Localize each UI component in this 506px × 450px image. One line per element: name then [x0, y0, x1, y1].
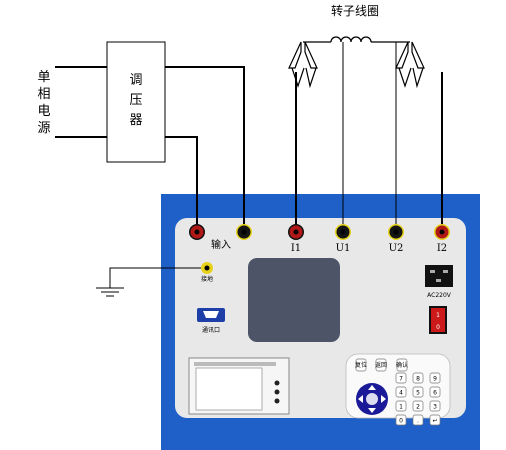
- ground-terminal[interactable]: [201, 262, 213, 274]
- key-enter[interactable]: 确认: [396, 358, 408, 372]
- comm-port-label: 通讯口: [202, 326, 220, 334]
- terminal-u1[interactable]: [335, 224, 351, 240]
- regulator-label-1: 调: [129, 73, 142, 88]
- regulator-label-3: 器: [129, 113, 142, 128]
- ground-wire: [96, 267, 206, 297]
- key-label: 9: [433, 376, 437, 383]
- source-label-3: 电: [37, 104, 50, 119]
- power-socket-label: AC220V: [427, 292, 452, 299]
- key-4[interactable]: 4: [395, 386, 407, 398]
- key-5[interactable]: 5: [412, 386, 424, 398]
- terminal-label-i1: I1: [291, 243, 301, 254]
- terminal-label-u2: U2: [389, 243, 404, 254]
- printer: [188, 357, 290, 415]
- key-label: 6: [433, 390, 437, 397]
- terminal-i1[interactable]: [288, 224, 304, 240]
- key-label: 3: [433, 404, 437, 411]
- comm-port[interactable]: [197, 308, 225, 322]
- input-terminal-l[interactable]: [189, 224, 205, 240]
- keypad-top-keys: 复位 返回 确认: [355, 358, 408, 372]
- key-back-label: 返回: [375, 362, 387, 369]
- key-label: 8: [416, 376, 420, 383]
- switch-mark-on: 1: [436, 312, 440, 319]
- switch-mark-off: 0: [436, 324, 440, 331]
- key-label: 0: [399, 418, 403, 425]
- power-socket[interactable]: [425, 265, 453, 287]
- wire-ends: [196, 190, 443, 230]
- key-dot[interactable]: .: [412, 414, 424, 426]
- input-terminal-n[interactable]: [236, 224, 252, 240]
- key-3[interactable]: 3: [429, 400, 441, 412]
- key-label: .: [417, 418, 419, 425]
- clip-left: [288, 41, 318, 89]
- key-0[interactable]: 0: [395, 414, 407, 426]
- rotor-coil-label: 转子线圈: [331, 3, 379, 18]
- terminal-label-u1: U1: [336, 243, 351, 254]
- key-enter-label: 确认: [396, 361, 408, 369]
- terminal-i2[interactable]: [434, 224, 450, 240]
- key-label: 7: [399, 376, 403, 383]
- key-2[interactable]: 2: [412, 400, 424, 412]
- terminal-u2[interactable]: [388, 224, 404, 240]
- regulator-label-2: 压: [129, 93, 142, 108]
- key-1[interactable]: 1: [395, 400, 407, 412]
- key-label: 2: [416, 404, 420, 411]
- key-label: 1: [399, 404, 403, 411]
- power-switch[interactable]: 1 0: [429, 306, 447, 334]
- key-label: 5: [416, 390, 420, 397]
- key-label: ↵: [432, 418, 437, 425]
- input-label: 输入: [211, 238, 231, 251]
- key-back[interactable]: 返回: [375, 358, 387, 372]
- source-label-1: 单: [37, 70, 50, 85]
- key-8[interactable]: 8: [412, 372, 424, 384]
- key-reset[interactable]: 复位: [355, 358, 367, 372]
- key-reset-label: 复位: [355, 361, 367, 369]
- terminal-label-i2: I2: [437, 243, 447, 254]
- key-9[interactable]: 9: [429, 372, 441, 384]
- dpad[interactable]: [356, 383, 388, 415]
- ground-label: 接地: [201, 275, 213, 283]
- source-label-4: 源: [37, 121, 50, 136]
- key-return[interactable]: ↵: [429, 414, 441, 426]
- rotor-coil: [303, 36, 410, 43]
- key-6[interactable]: 6: [429, 386, 441, 398]
- clip-right: [395, 41, 425, 89]
- key-label: 4: [399, 390, 403, 397]
- lcd-screen: [248, 258, 340, 342]
- regulator-box: [106, 41, 166, 163]
- number-keys: 7 8 9 4 5 6 1 2 3 0. ↵: [395, 372, 441, 426]
- key-7[interactable]: 7: [395, 372, 407, 384]
- source-label-2: 相: [37, 87, 50, 102]
